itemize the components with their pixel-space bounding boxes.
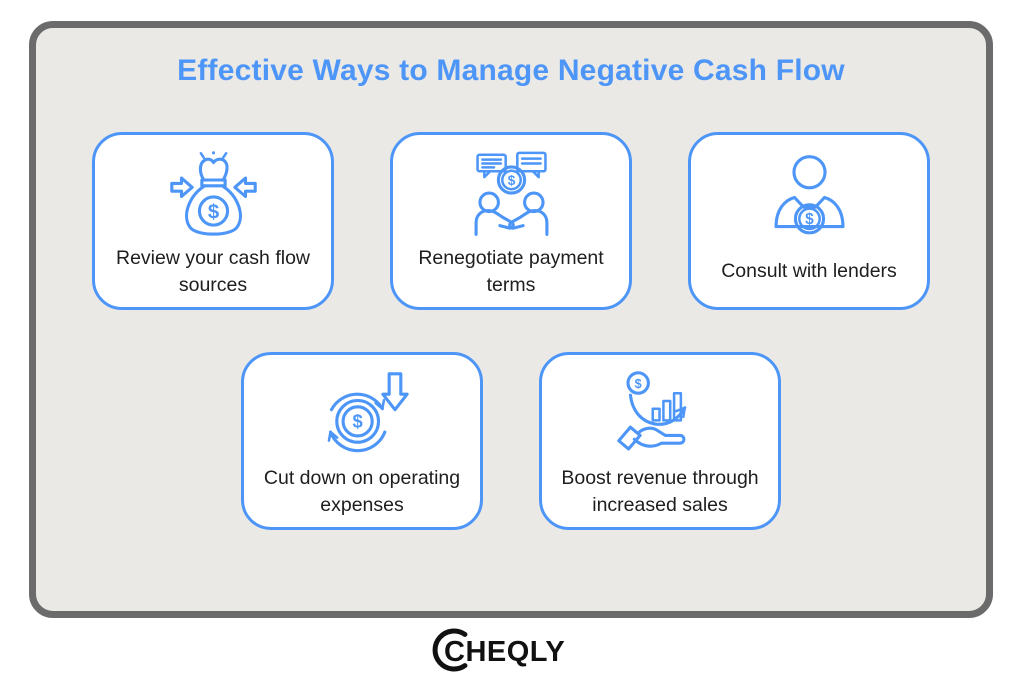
card-label: Renegotiate payment terms [418, 246, 604, 296]
dollar-sign-glyph: $ [507, 172, 515, 187]
page-title: Effective Ways to Manage Negative Cash F… [177, 54, 845, 87]
card-review-cash-flow-sources: $ Review your cash flow sources [92, 131, 334, 310]
cards-row-bottom: $ Cut down on operating expenses $ [36, 351, 986, 530]
card-renegotiate-payment-terms: $ Renegotiate payment terms [390, 131, 632, 310]
card-cut-operating-expenses: $ Cut down on operating expenses [241, 351, 483, 530]
card-consult-with-lenders: $ Consult with lenders [688, 131, 930, 310]
card-label: Boost revenue through increased sales [561, 466, 759, 516]
card-label: Cut down on operating expenses [263, 466, 461, 516]
money-bag-icon: $ [165, 148, 262, 245]
negotiation-icon: $ [463, 148, 560, 245]
logo-ring-c-icon [432, 628, 468, 672]
lender-person-icon: $ [761, 148, 858, 245]
cheqly-logo: CHEQLY [432, 624, 592, 672]
card-boost-revenue: $ Boost revenue through increased sales [539, 351, 781, 530]
card-label: Review your cash flow sources [116, 246, 310, 296]
logo-wordmark: CHEQLY [444, 636, 565, 668]
card-label: Consult with lenders [721, 260, 897, 283]
infographic-board: Effective Ways to Manage Negative Cash F… [29, 21, 993, 618]
dollar-sign-glyph: $ [352, 410, 362, 431]
dollar-sign-glyph: $ [207, 201, 219, 223]
expense-cycle-icon: $ [314, 368, 411, 465]
revenue-growth-icon: $ [612, 368, 709, 465]
cards-row-top: $ Review your cash flow sources [36, 131, 986, 310]
dollar-sign-glyph: $ [634, 376, 641, 390]
dollar-sign-glyph: $ [805, 211, 814, 228]
